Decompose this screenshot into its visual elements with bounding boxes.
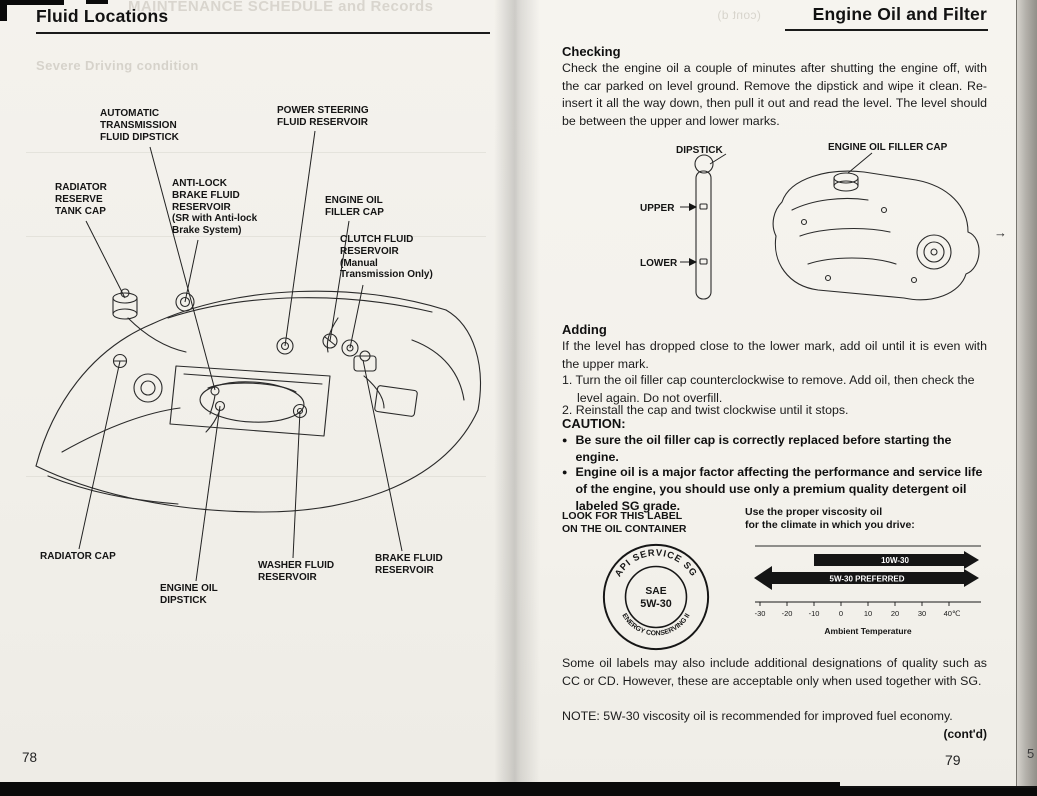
ghost-bleed-rule bbox=[26, 236, 486, 237]
bar-10w30 bbox=[814, 554, 964, 566]
label-engine-oil-dipstick: ENGINE OIL DIPSTICK bbox=[160, 583, 218, 606]
label-automatic-transmission: AUTOMATIC TRANSMISSION FLUID DIPSTICK bbox=[100, 108, 179, 143]
diagram-leader-lines bbox=[680, 152, 873, 263]
label-clutch-fluid: CLUTCH FLUID RESERVOIR (Manual Transmiss… bbox=[340, 234, 433, 281]
label-radiator-cap: RADIATOR CAP bbox=[40, 551, 116, 562]
tick-label: 10 bbox=[864, 609, 872, 618]
label-anti-lock: ANTI-LOCK BRAKE FLUID RESERVOIR (SR with… bbox=[172, 178, 258, 237]
caution-heading: CAUTION: bbox=[562, 416, 626, 431]
label-brake-fluid: BRAKE FLUID RESERVOIR bbox=[375, 553, 443, 576]
engine-bay-diagram bbox=[35, 288, 481, 513]
top-scan-mark bbox=[86, 0, 108, 4]
oil-label-caption: LOOK FOR THIS LABEL ON THE OIL CONTAINER bbox=[562, 510, 687, 536]
leader-lines bbox=[78, 130, 403, 582]
engine-block bbox=[127, 317, 418, 437]
api-bottom-arc-text: ENERGY CONSERVING II bbox=[620, 612, 691, 637]
ghost-bleed-rule bbox=[26, 476, 486, 477]
bar-5w30 bbox=[771, 572, 964, 584]
svg-text:API SERVICE SG: API SERVICE SG bbox=[613, 548, 699, 579]
top-scan-mark bbox=[0, 5, 7, 21]
margin-arrow-mark: → bbox=[994, 225, 1007, 240]
tick-label: -10 bbox=[809, 609, 820, 618]
clutch-reservoir bbox=[341, 339, 359, 357]
viscosity-chart: 10W-30 5W-30 PREFERRED -30 -20 -10 0 10 … bbox=[754, 545, 981, 636]
upper-mark-label: UPPER bbox=[640, 203, 675, 214]
filler-cap-label: ENGINE OIL FILLER CAP bbox=[828, 142, 948, 153]
lower-mark-label: LOWER bbox=[640, 258, 678, 269]
bottom-scan-band bbox=[0, 788, 1037, 796]
tick-label: 30 bbox=[918, 609, 926, 618]
lower-arrow-icon bbox=[689, 258, 697, 266]
tick-label: -20 bbox=[782, 609, 793, 618]
fuel-economy-note: NOTE: 5W-30 viscosity oil is recommended… bbox=[562, 709, 953, 723]
bullet-dot-icon: ● bbox=[562, 467, 568, 477]
ghost-bleed-header: MAINTENANCE SCHEDULE and Records bbox=[128, 0, 434, 15]
bar-5w30-label: 5W-30 PREFERRED bbox=[830, 575, 905, 584]
bar-5w30-right-arrow-icon bbox=[964, 569, 979, 587]
top-scan-mark bbox=[0, 0, 64, 5]
svg-text:ENERGY CONSERVING II: ENERGY CONSERVING II bbox=[620, 612, 691, 637]
bar-10w30-arrow-icon bbox=[964, 551, 979, 569]
chart-axis-label: Ambient Temperature bbox=[824, 626, 911, 636]
engine-drawing bbox=[772, 170, 980, 301]
api-top-arc-text: API SERVICE SG bbox=[613, 548, 698, 579]
left-page-number: 78 bbox=[22, 750, 38, 765]
oil-level-diagram: DIPSTICK ENGINE OIL FILLER CAP UPPER LOW… bbox=[640, 142, 980, 301]
radiator-reserve-tank bbox=[112, 288, 138, 320]
sae-grade-label: 5W-30 bbox=[640, 598, 672, 610]
adding-step: 1. Turn the oil filler cap counterclockw… bbox=[562, 373, 975, 405]
caution-bullet-text: Be sure the oil filler cap is correctly … bbox=[575, 433, 952, 465]
right-page: (cont d) Engine Oil and Filter Checking … bbox=[517, 0, 1016, 786]
page-edge-strip bbox=[1016, 0, 1037, 786]
ghost-bleed-rule bbox=[26, 152, 486, 153]
checking-paragraph: Check the engine oil a couple of minutes… bbox=[562, 61, 987, 128]
quality-note-paragraph: Some oil labels may also include additio… bbox=[562, 656, 987, 688]
label-engine-oil-filler: ENGINE OIL FILLER CAP bbox=[325, 195, 384, 218]
label-radiator-reserve: RADIATOR RESERVE TANK CAP bbox=[55, 182, 107, 217]
tick-label: 40℃ bbox=[944, 609, 961, 618]
adding-step: 2. Reinstall the cap and twist clockwise… bbox=[562, 403, 849, 417]
bar-10w30-label: 10W-30 bbox=[881, 556, 909, 565]
ghost-bleed-line: Severe Driving condition bbox=[36, 58, 199, 73]
tick-label: -30 bbox=[755, 609, 766, 618]
right-page-title: Engine Oil and Filter bbox=[812, 4, 987, 24]
label-power-steering: POWER STEERING FLUID RESERVOIR bbox=[277, 105, 369, 128]
left-page-title: Fluid Locations bbox=[36, 6, 169, 26]
anti-lock-reservoir bbox=[175, 292, 195, 312]
transmission-dipstick-ring bbox=[209, 386, 220, 415]
upper-arrow-icon bbox=[689, 203, 697, 211]
right-title-rule bbox=[785, 29, 988, 31]
caution-bullet: ● Be sure the oil filler cap is correctl… bbox=[562, 432, 987, 466]
bar-5w30-left-arrow-icon bbox=[754, 566, 772, 590]
checking-heading: Checking bbox=[562, 44, 621, 59]
label-washer-fluid: WASHER FLUID RESERVOIR bbox=[258, 560, 335, 583]
dipstick-label: DIPSTICK bbox=[676, 145, 723, 156]
next-page-number: 5 bbox=[1027, 746, 1035, 761]
tick-label: 20 bbox=[891, 609, 899, 618]
adding-paragraph: If the level has dropped close to the lo… bbox=[562, 339, 987, 371]
api-donut-diagram: API SERVICE SG ENERGY CONSERVING II SAE … bbox=[602, 543, 710, 651]
adding-heading: Adding bbox=[562, 322, 607, 337]
bullet-dot-icon: ● bbox=[562, 435, 568, 445]
left-page: MAINTENANCE SCHEDULE and Records Fluid L… bbox=[0, 0, 517, 786]
left-title-rule bbox=[36, 32, 490, 34]
chart-axis bbox=[755, 601, 981, 606]
tick-label: 0 bbox=[839, 609, 843, 618]
right-page-number: 79 bbox=[945, 752, 961, 768]
car-body-outline bbox=[35, 290, 481, 513]
sae-label: SAE bbox=[645, 586, 666, 597]
caution-bullet-text: Engine oil is a major factor affecting t… bbox=[575, 465, 983, 514]
caution-bullet: ● Engine oil is a major factor affecting… bbox=[562, 464, 987, 515]
contd-label: (cont'd) bbox=[943, 727, 987, 741]
dipstick-drawing bbox=[694, 154, 714, 300]
viscosity-caption: Use the proper viscosity oil for the cli… bbox=[745, 506, 915, 532]
